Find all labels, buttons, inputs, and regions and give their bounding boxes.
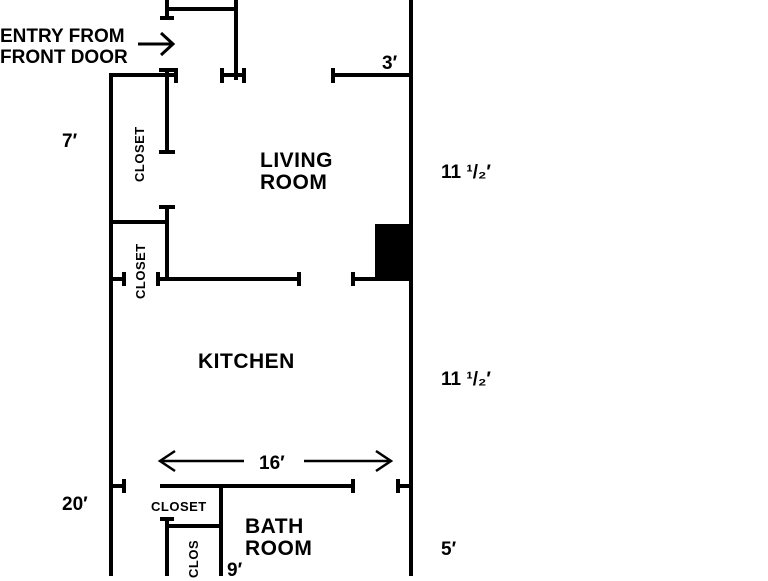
bath-room-label: BATH ROOM [245,515,313,561]
bath-room-line2: ROOM [245,537,313,561]
dimension-kitchen-width: 16′ [259,453,285,474]
entry-label-line2: FRONT DOOR [0,47,128,68]
entry-label: ENTRY FROM FRONT DOOR [0,26,128,68]
living-room-line1: LIVING [260,149,334,172]
closet-label-3: CLOSET [151,499,207,514]
dimension-right-living: 11 ¹/₂′ [441,162,491,183]
dimension-arrow-icon [157,449,394,473]
dimension-left-lower: 20′ [62,494,88,515]
entry-label-line1: ENTRY FROM [0,26,125,47]
chimney-block [375,224,411,279]
closet-label-1: CLOSET [132,126,147,182]
dimension-left-upper: 7′ [62,131,78,152]
closet-label-2: CLOSET [133,243,148,299]
dimension-right-bath: 5′ [441,539,457,560]
dimension-bath-partial: 9′ [227,560,243,581]
living-room-label: LIVING ROOM [260,149,334,195]
closet-label-4: CLOS [186,539,201,578]
entry-arrow-icon [138,31,176,57]
bath-room-line1: BATH [245,515,304,538]
living-room-line2: ROOM [260,171,328,195]
kitchen-label: KITCHEN [198,350,295,373]
dimension-right-kitchen: 11 ¹/₂′ [441,369,491,390]
dimension-door: 3′ [382,53,398,74]
